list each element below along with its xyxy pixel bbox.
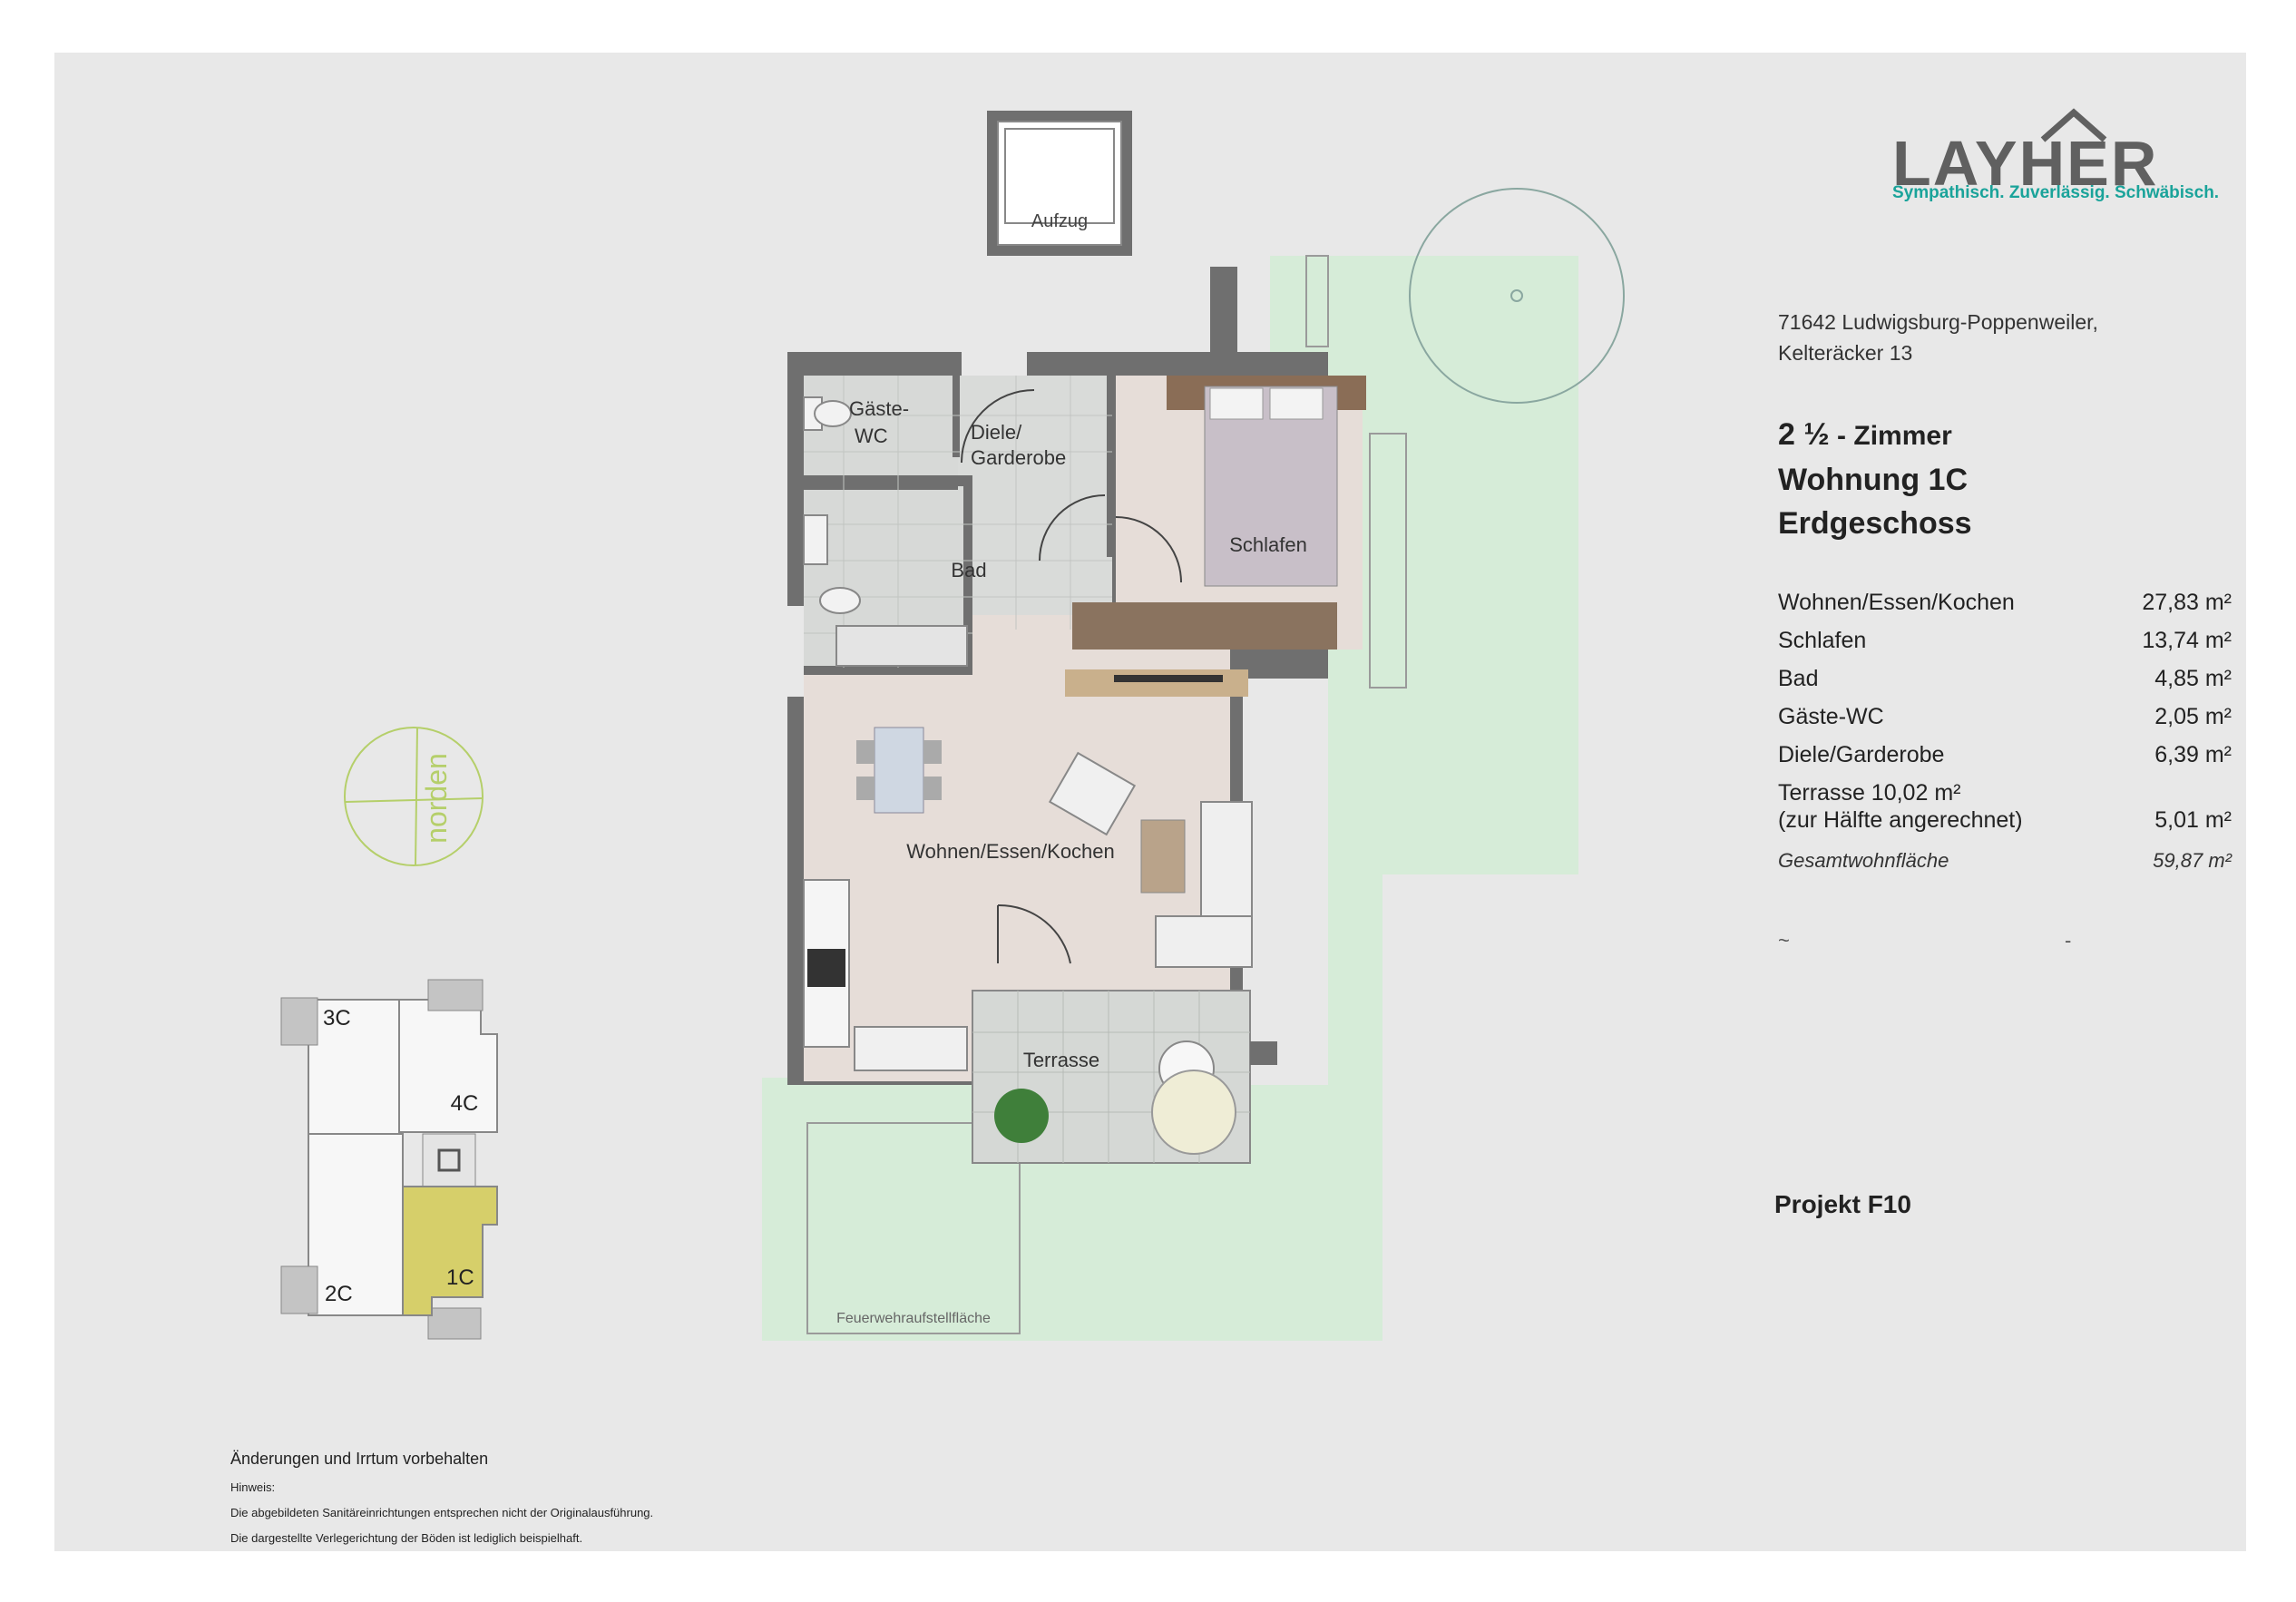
doors: [961, 389, 1182, 964]
coffee-table: [1140, 819, 1186, 894]
hint-line-1: Die abgebildeten Sanitäreinrichtungen en…: [230, 1506, 654, 1519]
elevator-label: Aufzug: [1031, 211, 1088, 231]
area-label-guest-wc: Gäste-WC: [1778, 704, 1884, 729]
bedroom-label: Schlafen: [1229, 533, 1307, 556]
bath-label: Bad: [951, 559, 986, 581]
wardrobe: [1072, 602, 1337, 650]
address-line-1: 71642 Ludwigsburg-Poppenweiler,: [1778, 310, 2098, 334]
hall-label-2: Garderobe: [971, 446, 1066, 469]
guest-wc-label-2: WC: [855, 425, 888, 447]
logo-roof-icon: [2040, 108, 2107, 142]
total-label: Gesamtwohnfläche: [1778, 849, 1949, 872]
dash-mark: -: [2065, 929, 2072, 952]
terrace-label: Terrasse: [1023, 1049, 1099, 1071]
area-value-bath: 4,85 m²: [2154, 666, 2232, 691]
area-label-terrace: Terrasse 10,02 m²: [1778, 780, 1961, 806]
area-value-bedroom: 13,74 m²: [2142, 628, 2232, 653]
area-label-bedroom: Schlafen: [1778, 628, 1867, 653]
rooms-suffix: - Zimmer: [1829, 421, 1952, 451]
kitchen: [803, 879, 968, 1071]
bed: [1167, 376, 1366, 587]
keyplan-2c: 2C: [325, 1282, 353, 1306]
room-labels: Gäste- WC Diele/ Garderobe Bad Schlafen …: [849, 397, 1307, 1071]
armchair: [1048, 751, 1137, 836]
keyplan-1c: 1C: [446, 1265, 474, 1290]
rooms-heading: 2 ½ - Zimmer: [1778, 412, 1952, 459]
hint-title: Hinweis:: [230, 1480, 276, 1494]
dining-table: [856, 727, 942, 814]
keyplan-4c: 4C: [451, 1091, 479, 1116]
logo-slogan: Sympathisch. Zuverlässig. Schwäbisch.: [1892, 183, 2220, 202]
logo-wordmark: LAYHER: [1892, 128, 2159, 199]
floor-heading: Erdgeschoss: [1778, 506, 1972, 541]
floor-plan: Feuerwehraufstellfläche Aufzug: [280, 111, 1625, 1341]
address-line-2: Kelteräcker 13: [1778, 341, 1913, 365]
tree-canopy: [1409, 188, 1625, 404]
area-label-living: Wohnen/Essen/Kochen: [1778, 590, 2015, 615]
sofa: [1155, 801, 1253, 968]
terrace: [972, 990, 1251, 1164]
key-plan: 3C 4C 2C 1C: [280, 979, 498, 1340]
project-label: Projekt F10: [1774, 1190, 1911, 1218]
north-label: norden: [420, 753, 453, 844]
tv-sideboard: [1065, 669, 1248, 697]
area-value-living: 27,83 m²: [2142, 590, 2232, 615]
sanitary: [803, 396, 968, 667]
keyplan-3c: 3C: [323, 1006, 351, 1031]
fire-area-label: Feuerwehraufstellfläche: [836, 1311, 991, 1326]
area-value-terrace: 5,01 m²: [2154, 807, 2232, 833]
elevator: Aufzug: [987, 111, 1132, 256]
tilde-mark: ~: [1778, 929, 1790, 952]
area-label-terrace-note: (zur Hälfte angerechnet): [1778, 807, 2023, 833]
area-label-bath: Bad: [1778, 666, 1819, 691]
plan-sheet: Feuerwehraufstellfläche Aufzug: [54, 53, 2246, 1551]
hall-label-1: Diele/: [971, 421, 1022, 444]
area-value-hall: 6,39 m²: [2154, 742, 2232, 767]
north-compass: norden: [344, 727, 484, 866]
area-value-guest-wc: 2,05 m²: [2154, 704, 2232, 729]
tile-grid: [804, 376, 1112, 668]
fire-area: [806, 1122, 1021, 1334]
interior-walls: [787, 376, 1116, 697]
rooms-number: 2 ½: [1778, 417, 1830, 452]
hint-line-2: Die dargestellte Verlegerichtung der Böd…: [230, 1531, 583, 1545]
living-label: Wohnen/Essen/Kochen: [906, 840, 1115, 863]
disclaimer: Änderungen und Irrtum vorbehalten: [230, 1450, 489, 1468]
unit-heading: Wohnung 1C: [1778, 463, 1968, 497]
total-value: 59,87 m²: [2153, 849, 2232, 872]
guest-wc-label-1: Gäste-: [849, 397, 909, 420]
area-label-hall: Diele/Garderobe: [1778, 742, 1945, 767]
